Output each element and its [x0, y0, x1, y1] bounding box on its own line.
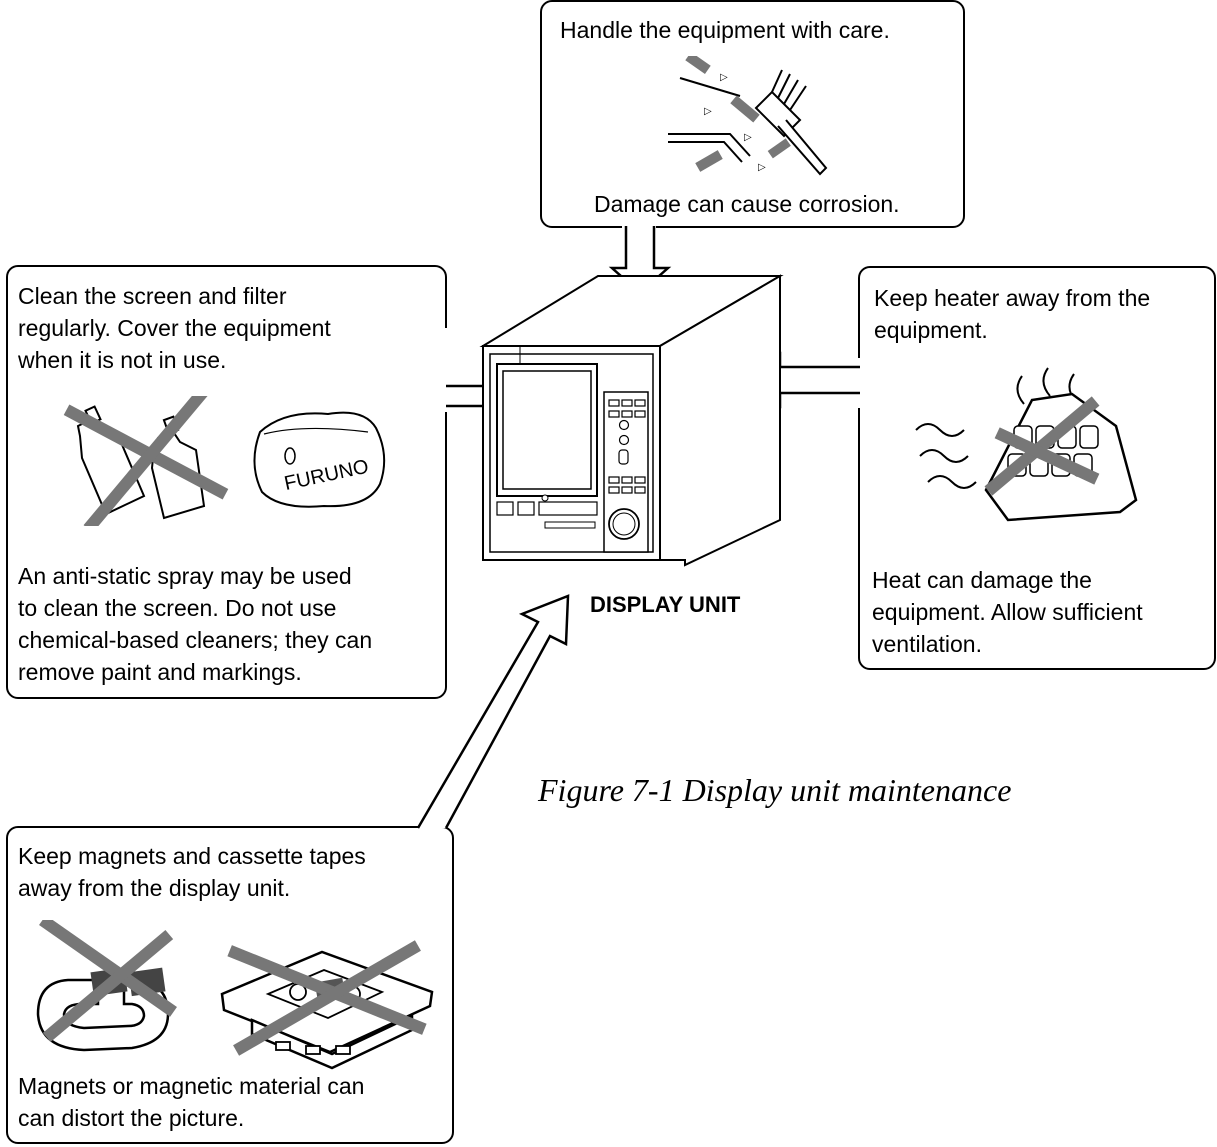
cassette-tape-icon — [220, 940, 434, 1070]
figure-caption: Figure 7-1 Display unit maintenance — [538, 772, 1012, 808]
svg-text:▷: ▷ — [704, 106, 712, 117]
svg-text:▷: ▷ — [720, 72, 728, 83]
right-callout-note: Heat can damage the equipment. Allow suf… — [872, 567, 1143, 657]
svg-text:▷: ▷ — [744, 132, 752, 143]
equipment-cover-icon: FURUNO — [253, 411, 386, 508]
arrow-bottom-to-unit — [416, 594, 570, 829]
left-callout-note: An anti-static spray may be used to clea… — [18, 563, 373, 685]
svg-text:▷: ▷ — [758, 162, 766, 173]
bottom-callout-heading: Keep magnets and cassette tapes away fro… — [18, 843, 366, 901]
magnet-icon — [36, 920, 177, 1052]
display-unit-label: DISPLAY UNIT — [590, 592, 741, 617]
spray-bottles-icon — [63, 396, 229, 526]
right-callout-heading: Keep heater away from the equipment. — [874, 285, 1151, 343]
bottom-callout-note: Magnets or magnetic material can can dis… — [18, 1073, 365, 1131]
top-callout-heading: Handle the equipment with care. — [560, 17, 890, 43]
display-unit-illustration — [479, 274, 784, 567]
cleaning-brush-icon: ▷ ▷ ▷ ▷ — [668, 56, 828, 176]
top-callout-note: Damage can cause corrosion. — [594, 191, 900, 217]
heater-icon — [915, 367, 1138, 522]
left-callout-heading: Clean the screen and filter regularly. C… — [18, 283, 331, 373]
